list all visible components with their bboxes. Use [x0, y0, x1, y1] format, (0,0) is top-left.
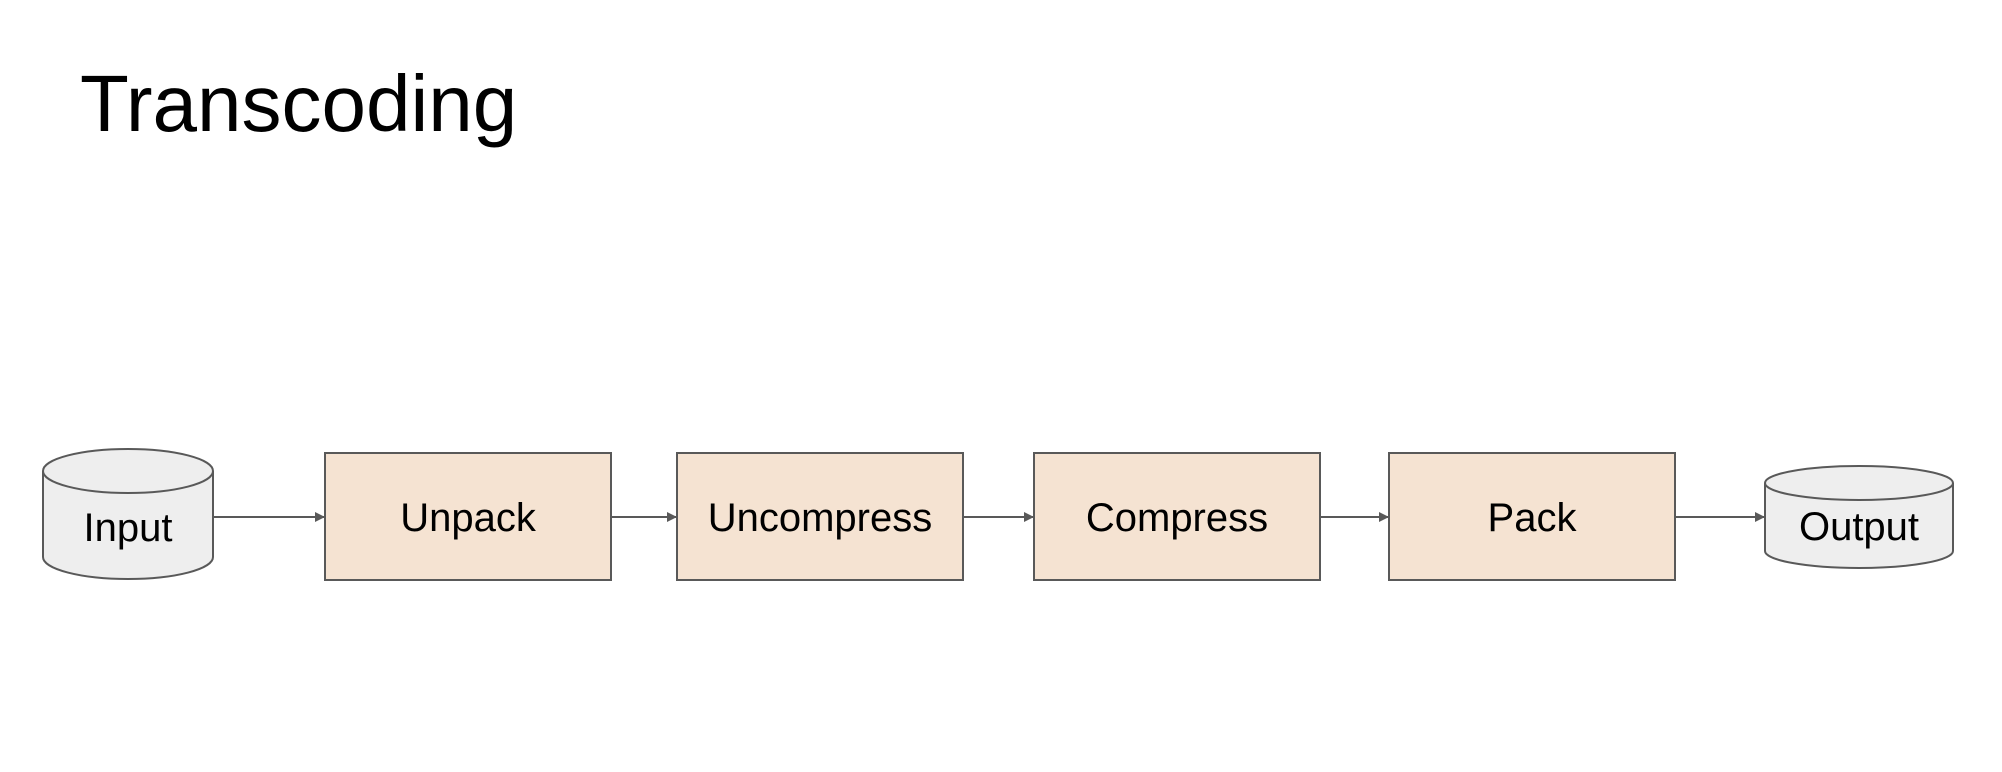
uncompress-box [676, 452, 964, 581]
uncompress-process-node: Uncompress [676, 452, 964, 581]
compress-box [1033, 452, 1321, 581]
output-cylinder-body [1764, 483, 1954, 569]
input-storage-node: Input [42, 448, 214, 580]
pack-label: Pack [1488, 496, 1578, 540]
compress-process-node: Compress [1033, 452, 1321, 581]
output-cylinder-top [1764, 465, 1954, 501]
input-label: Input [84, 506, 173, 550]
input-cylinder-top [42, 448, 214, 494]
input-cylinder-body [42, 471, 214, 580]
pack-box [1388, 452, 1676, 581]
uncompress-label: Uncompress [708, 496, 933, 540]
unpack-label: Unpack [400, 496, 537, 540]
slide-title: Transcoding [80, 59, 518, 148]
pack-process-node: Pack [1388, 452, 1676, 581]
output-storage-node: Output [1764, 465, 1954, 569]
unpack-process-node: Unpack [324, 452, 612, 581]
output-label: Output [1799, 505, 1919, 549]
compress-label: Compress [1086, 496, 1268, 540]
